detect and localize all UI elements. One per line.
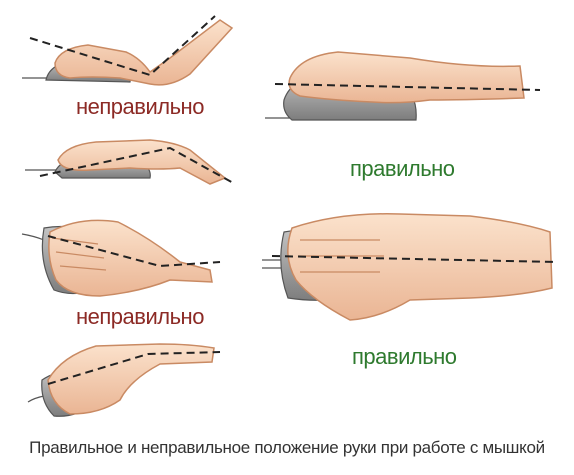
- label-wrong-bottom: неправильно: [76, 304, 204, 329]
- right-side-view-neutral-wrist: [265, 51, 541, 121]
- wrong-side-view-bent-wrist: [22, 15, 234, 86]
- caption: Правильное и неправильное положение руки…: [29, 438, 545, 457]
- wrong-side-view-dropped-wrist: [25, 139, 236, 185]
- wrong-top-view-bent-wrist: [27, 343, 221, 417]
- label-wrong-top: неправильно: [76, 94, 204, 119]
- right-top-view-straight-hand: [262, 213, 557, 321]
- label-right-top: правильно: [350, 156, 455, 181]
- label-right-bottom: правильно: [352, 344, 457, 369]
- wrong-top-view-angled-hand: [21, 219, 221, 297]
